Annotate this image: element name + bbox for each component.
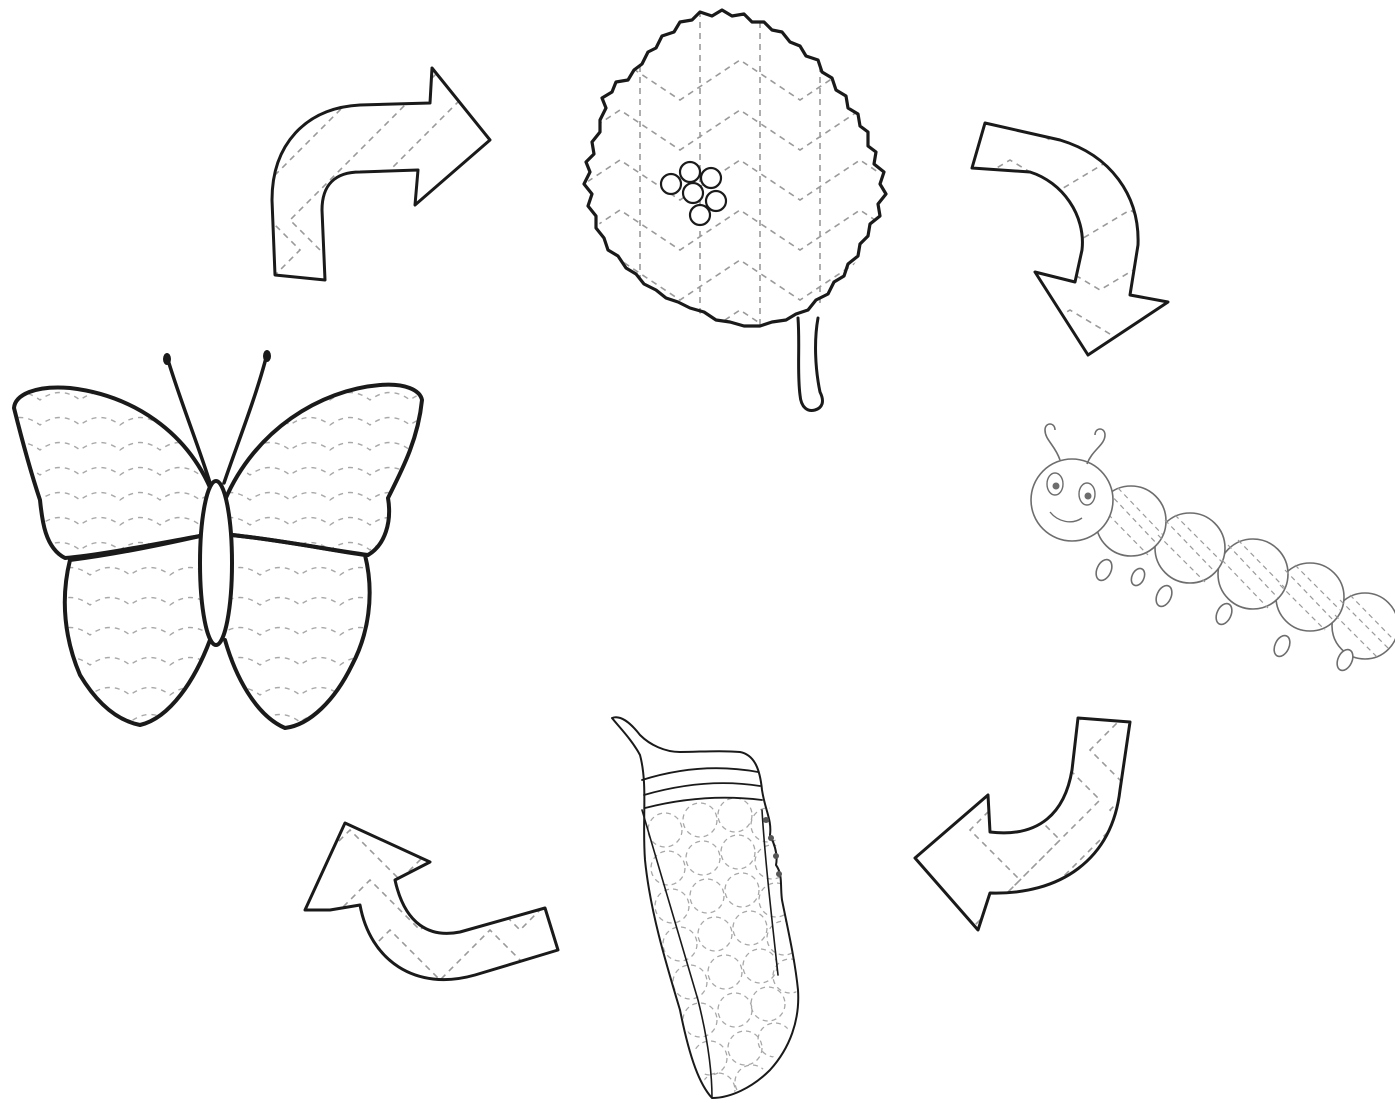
curved-arrow-icon	[915, 700, 1160, 940]
caterpillar-icon	[1031, 424, 1395, 673]
leaf-with-eggs-icon	[560, 0, 920, 410]
butterfly-icon	[0, 350, 450, 728]
curved-arrow-icon	[300, 823, 590, 980]
curved-arrow-icon	[950, 110, 1200, 355]
egg-cluster	[661, 162, 726, 225]
chrysalis-icon	[612, 717, 807, 1103]
curved-arrow-icon	[250, 68, 520, 330]
